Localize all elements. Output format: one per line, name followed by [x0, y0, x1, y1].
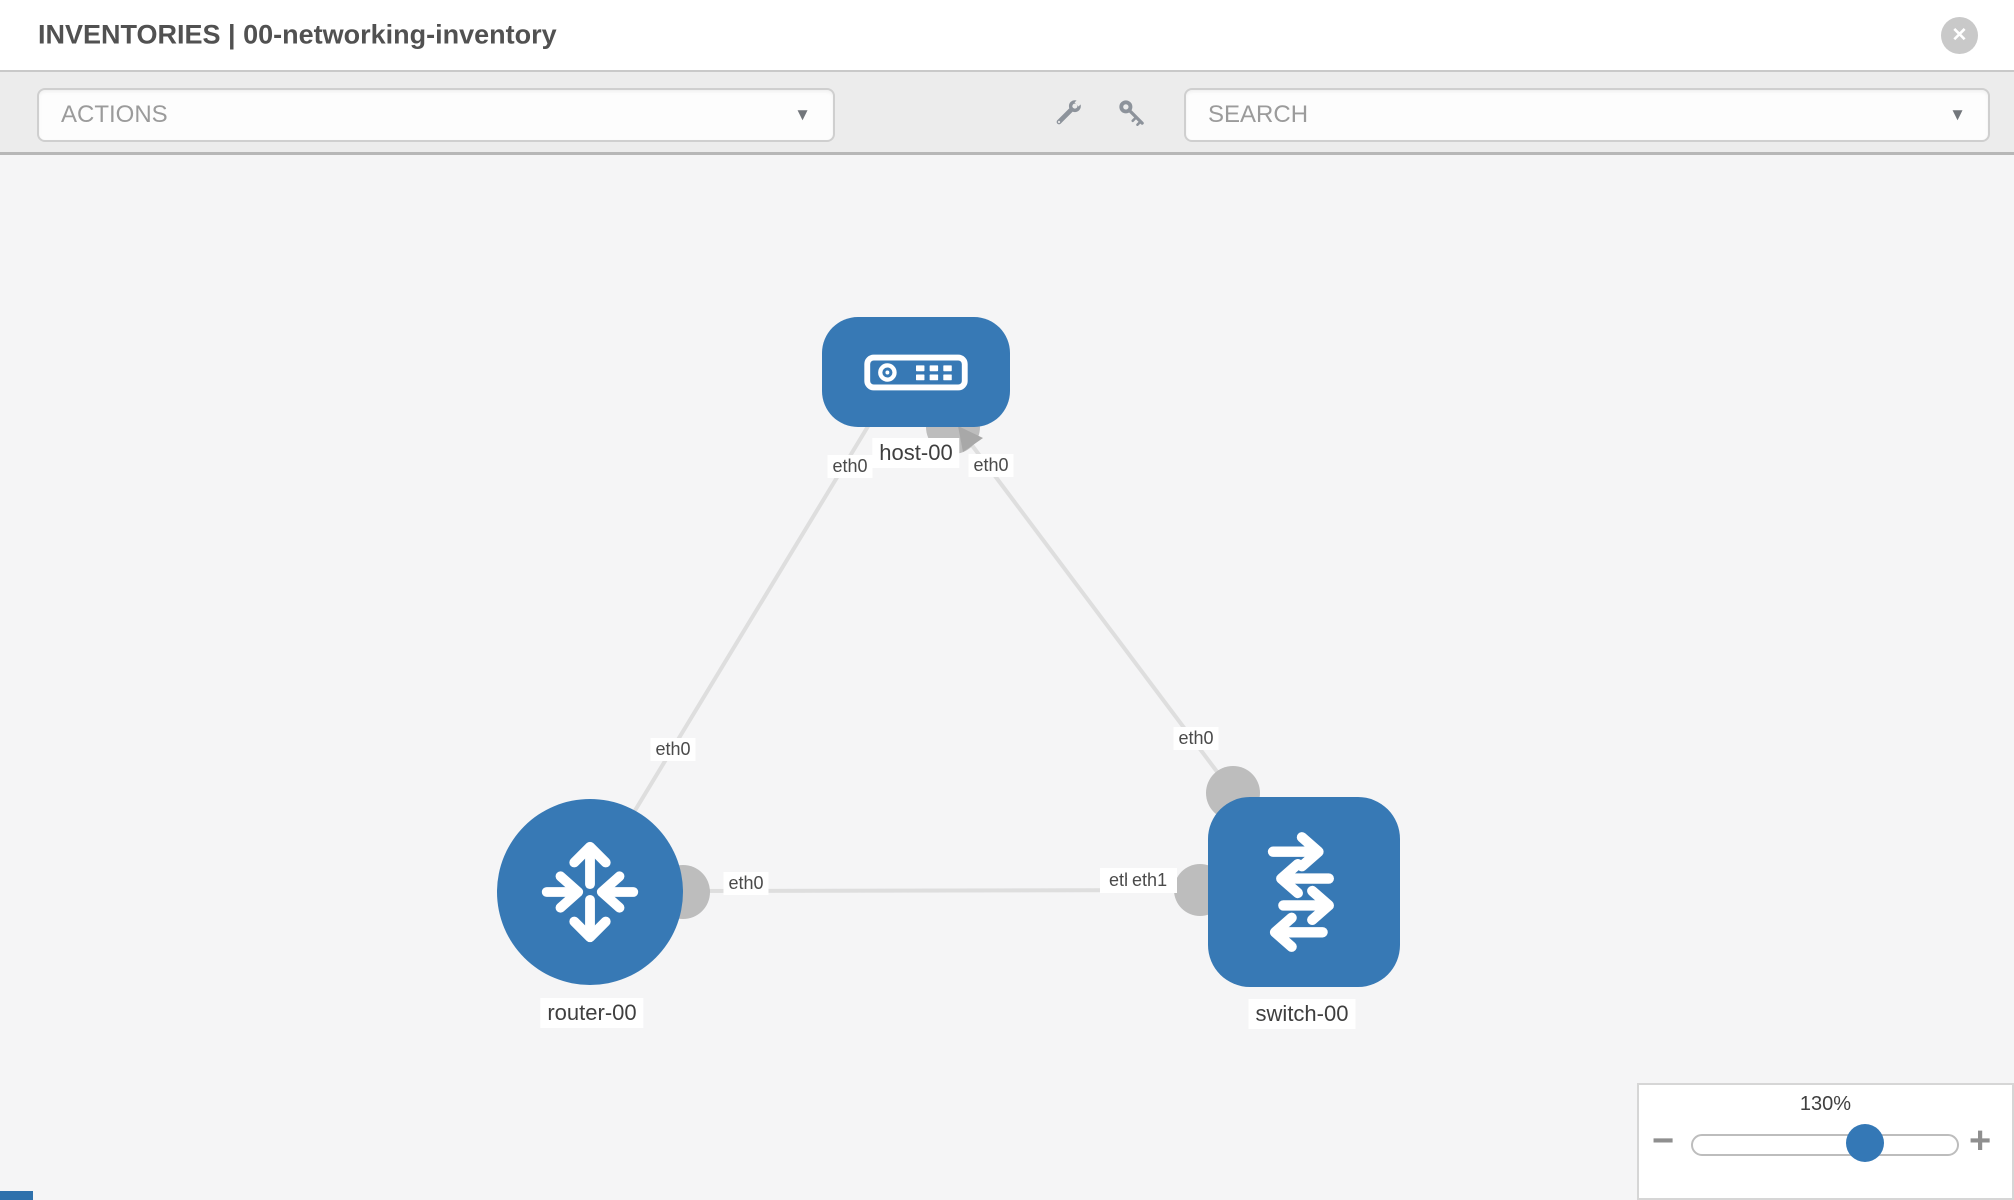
interface-label-switch-eth1-overlap: eth0 eth1 [1100, 868, 1178, 893]
search-dropdown[interactable]: SEARCH ▼ [1184, 88, 1990, 142]
node-switch-00[interactable] [1208, 797, 1400, 987]
interface-label-switch-eth1: eth1 [1127, 869, 1173, 892]
search-dropdown-label: SEARCH [1208, 101, 1309, 128]
zoom-out-button[interactable]: − [1652, 1119, 1674, 1163]
plus-icon: + [1969, 1120, 1992, 1162]
node-label-router: router-00 [540, 998, 644, 1028]
zoom-level-value: 130% [1799, 1093, 1852, 1115]
page-title: INVENTORIES | 00-networking-inventory [38, 19, 557, 50]
node-label-host: host-00 [872, 438, 960, 468]
close-button[interactable]: ✕ [1941, 17, 1978, 54]
interface-label-router-eth0-link: eth0 [723, 872, 769, 895]
node-label-switch: switch-00 [1248, 999, 1356, 1029]
zoom-slider-track[interactable] [1691, 1134, 1959, 1156]
actions-dropdown[interactable]: ACTIONS ▼ [37, 88, 835, 142]
zoom-slider-handle[interactable] [1846, 1124, 1884, 1162]
close-icon: ✕ [1951, 25, 1968, 46]
bottom-left-blue-strip [0, 1191, 33, 1200]
link-arrow-marker [958, 426, 983, 452]
chevron-down-icon: ▼ [1949, 105, 1966, 124]
actions-dropdown-label: ACTIONS [61, 101, 168, 128]
interface-label-switch-eth0: eth0 [1173, 727, 1219, 750]
switch-icon [1267, 832, 1334, 952]
key-icon[interactable] [1114, 95, 1152, 133]
wrench-icon[interactable] [1048, 95, 1086, 133]
host-icon [864, 354, 968, 390]
interface-label-router-eth0: eth0 [650, 738, 696, 761]
chevron-down-icon: ▼ [794, 105, 811, 124]
node-router-00[interactable] [497, 799, 683, 985]
minus-icon: − [1652, 1120, 1675, 1162]
node-host-00[interactable] [822, 317, 1010, 427]
header: INVENTORIES | 00-networking-inventory ✕ [0, 0, 2014, 70]
interface-label-host-eth0-right: eth0 [968, 454, 1014, 477]
toolbar: ACTIONS ▼ [0, 70, 2014, 155]
zoom-in-button[interactable]: + [1969, 1119, 1991, 1163]
zoom-panel: 130% − + [1637, 1083, 2014, 1200]
router-icon [541, 841, 639, 943]
interface-label-host-eth0: eth0 [827, 455, 873, 478]
